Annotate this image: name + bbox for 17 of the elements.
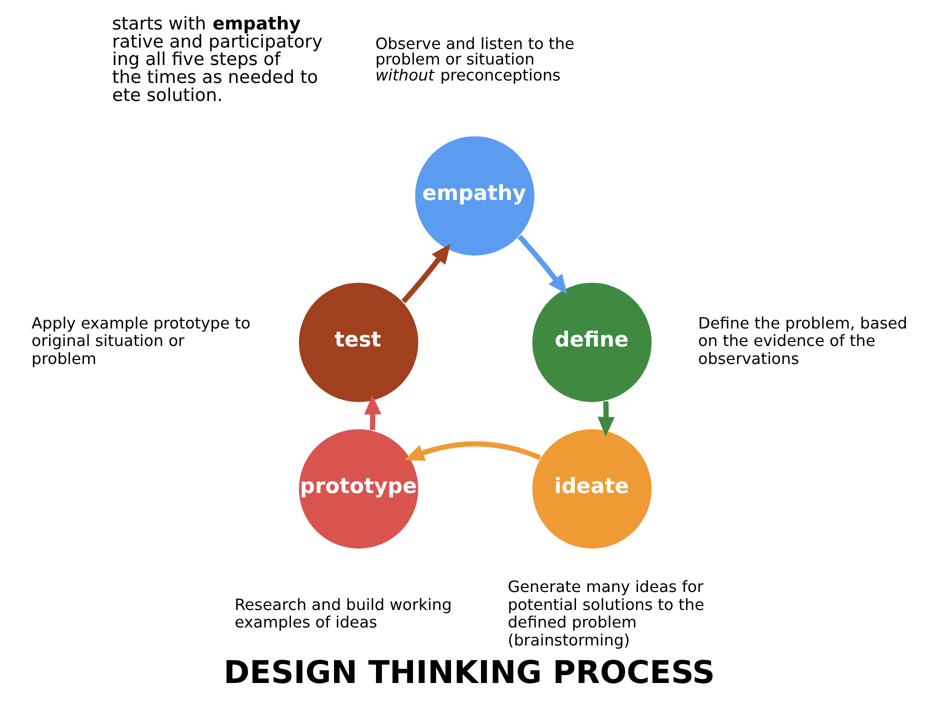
arrow xyxy=(517,234,567,294)
node-circle: ideate xyxy=(530,428,652,550)
arrow xyxy=(400,244,450,304)
node-label: Research and build working examples of ideas xyxy=(234,594,452,632)
arrow xyxy=(597,401,614,437)
node-label: Observe and listen to the problem or situation without preconceptions xyxy=(374,34,574,84)
node-circle: test xyxy=(297,282,419,404)
diagram-title: DESIGN THINKING PROCESS xyxy=(223,655,714,692)
node-circle: empathy xyxy=(414,135,535,257)
node-label: Generate many ideas for potential solutions to the defined problem (brainstorming) xyxy=(507,577,704,650)
node-circle: define xyxy=(530,282,652,404)
node-circle: prototype xyxy=(297,428,419,550)
node-label: Define the problem, based on the evidence of the observations xyxy=(698,313,907,368)
label: starts with empathy rative and participatory ing all five steps of the times as needed to ete solution. xyxy=(112,14,322,106)
node-label: Apply example prototype to original situation or problem xyxy=(31,313,250,368)
arrow xyxy=(404,441,541,461)
arrow xyxy=(364,394,381,430)
